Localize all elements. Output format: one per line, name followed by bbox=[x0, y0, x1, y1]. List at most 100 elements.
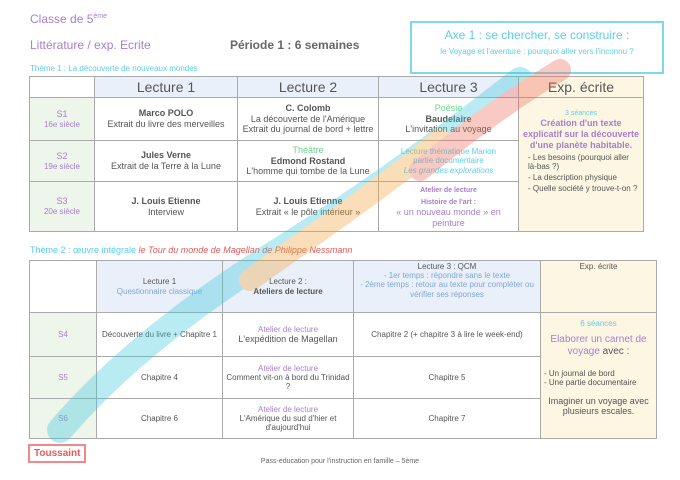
text: Extrait « le pôle intérieur » bbox=[255, 206, 361, 217]
header-lecture2: Lecture 2 bbox=[237, 76, 379, 98]
genre: Poésie bbox=[434, 102, 463, 113]
title: Jules Verne bbox=[140, 150, 192, 161]
cell: Chapitre 6 bbox=[96, 398, 223, 439]
cell: Chapitre 7 bbox=[353, 398, 541, 439]
session-cell: S5 bbox=[29, 356, 97, 399]
seances: 3 séances bbox=[565, 110, 597, 117]
title: J. Louis Etienne bbox=[131, 195, 201, 206]
label: Atelier de lecture bbox=[257, 363, 319, 373]
period-label: Période 1 : 6 semaines bbox=[230, 38, 360, 52]
session: S1 bbox=[56, 108, 68, 119]
theme1-label: Thème 1 : La découverte de nouveaux mond… bbox=[30, 64, 198, 73]
exp-title: Elaborer un carnet de voyage bbox=[550, 334, 647, 357]
header-lecture2: Lecture 2 :Ateliers de lecture bbox=[222, 260, 354, 313]
text: L'homme qui tombe de la Lune bbox=[246, 166, 370, 177]
label: Lecture 3 : QCM bbox=[417, 262, 477, 271]
theme2-prefix: Thème 2 : œuvre intégrale bbox=[30, 245, 139, 255]
cell: Chapitre 2 (+ chapitre 3 à lire le week-… bbox=[353, 312, 541, 357]
exp-item: - Un journal de bord bbox=[544, 369, 615, 379]
line: Histoire de l'art : bbox=[421, 198, 476, 206]
title: Marco POLO bbox=[138, 108, 194, 119]
corner-cell bbox=[29, 76, 95, 98]
seances: 6 séances bbox=[580, 319, 617, 328]
class-text: Classe de 5 bbox=[30, 12, 94, 26]
axe-title: Axe 1 : se chercher, se construire : bbox=[444, 28, 630, 42]
text: L'Amérique du sud d'hier et d'aujourd'hu… bbox=[239, 413, 337, 433]
line: partie documentaire bbox=[413, 156, 484, 166]
header-lecture1: Lecture 1 bbox=[94, 76, 238, 98]
text: La découverte de l'Amérique Extrait du j… bbox=[242, 113, 374, 135]
cell: Découverte du livre + Chapitre 1 bbox=[96, 312, 223, 357]
line: Atelier de lecture bbox=[420, 187, 477, 195]
genre: Théâtre bbox=[292, 144, 324, 155]
session: S2 bbox=[56, 150, 68, 161]
century: 16e siècle bbox=[43, 119, 81, 129]
line: - 2ème temps : retour au texte pour comp… bbox=[360, 280, 534, 299]
session-cell: S4 bbox=[29, 312, 97, 357]
exp-item: Quelle société y trouve-t-on ? bbox=[528, 184, 640, 194]
exp-item: - Une partie documentaire bbox=[544, 378, 637, 388]
footer: Pass-education pour l'instruction en fam… bbox=[260, 458, 420, 465]
title: Edmond Rostand bbox=[270, 155, 346, 166]
exp-extra: Imaginer un voyage avec plusieurs escale… bbox=[548, 395, 649, 416]
cell: Chapitre 5 bbox=[353, 356, 541, 399]
class-sup: ème bbox=[93, 13, 107, 20]
text: Comment vit-on à bord du Trinidad ? bbox=[226, 372, 350, 392]
text: Interview bbox=[147, 206, 184, 217]
header-exp: Exp. écrite bbox=[540, 260, 657, 313]
title: Baudelaire bbox=[425, 113, 472, 124]
table-theme1: Lecture 1 Lecture 2 Lecture 3 Exp. écrit… bbox=[29, 76, 644, 232]
class-label: Classe de 5ème bbox=[30, 12, 107, 26]
label: Lecture 1 bbox=[142, 277, 177, 287]
text: Extrait de la Terre à la Lune bbox=[111, 161, 221, 171]
label: Atelier de lecture bbox=[257, 324, 319, 334]
title: C. Colomb bbox=[285, 102, 331, 113]
exp-item: Les besoins (pourquoi aller là-bas ?) bbox=[528, 153, 640, 172]
exp-title-bold: Création bbox=[540, 118, 577, 129]
axe-box: Axe 1 : se chercher, se construire : le … bbox=[410, 21, 664, 74]
line: Lecture thématique Marion bbox=[400, 146, 497, 156]
table-header: Lecture 1 Lecture 2 Lecture 3 Exp. écrit… bbox=[29, 76, 644, 98]
line: - 1er temps : répondre sans le texte bbox=[383, 271, 511, 281]
sub: Questionnaire classique bbox=[116, 286, 203, 296]
session-cell: S6 bbox=[29, 398, 97, 439]
axe-subtitle: le Voyage et l'aventure : pourquoi aller… bbox=[440, 47, 634, 56]
header-exp: Exp. écrite bbox=[518, 76, 644, 98]
header-lecture3: Lecture 3 bbox=[378, 76, 519, 98]
sub: Ateliers de lecture bbox=[253, 286, 323, 296]
theme2-label: Thème 2 : œuvre intégrale le Tour du mon… bbox=[30, 245, 352, 255]
header-lecture3: Lecture 3 : QCM- 1er temps : répondre sa… bbox=[353, 260, 541, 313]
toussaint-label: Toussaint bbox=[28, 444, 87, 463]
exp-cell: 3 séances Création d'un texte explicatif… bbox=[518, 97, 644, 232]
session: S3 bbox=[56, 196, 68, 207]
exp-cell: 6 séances Elaborer un carnet de voyage a… bbox=[540, 312, 657, 439]
table-row: S4 Découverte du livre + Chapitre 1 Atel… bbox=[29, 312, 657, 439]
century: 20e siècle bbox=[43, 207, 81, 217]
text: L'expédition de Magellan bbox=[238, 333, 338, 344]
line: Les grandes explorations bbox=[403, 165, 494, 175]
label: Atelier de lecture bbox=[257, 404, 319, 414]
corner-cell bbox=[29, 260, 97, 313]
